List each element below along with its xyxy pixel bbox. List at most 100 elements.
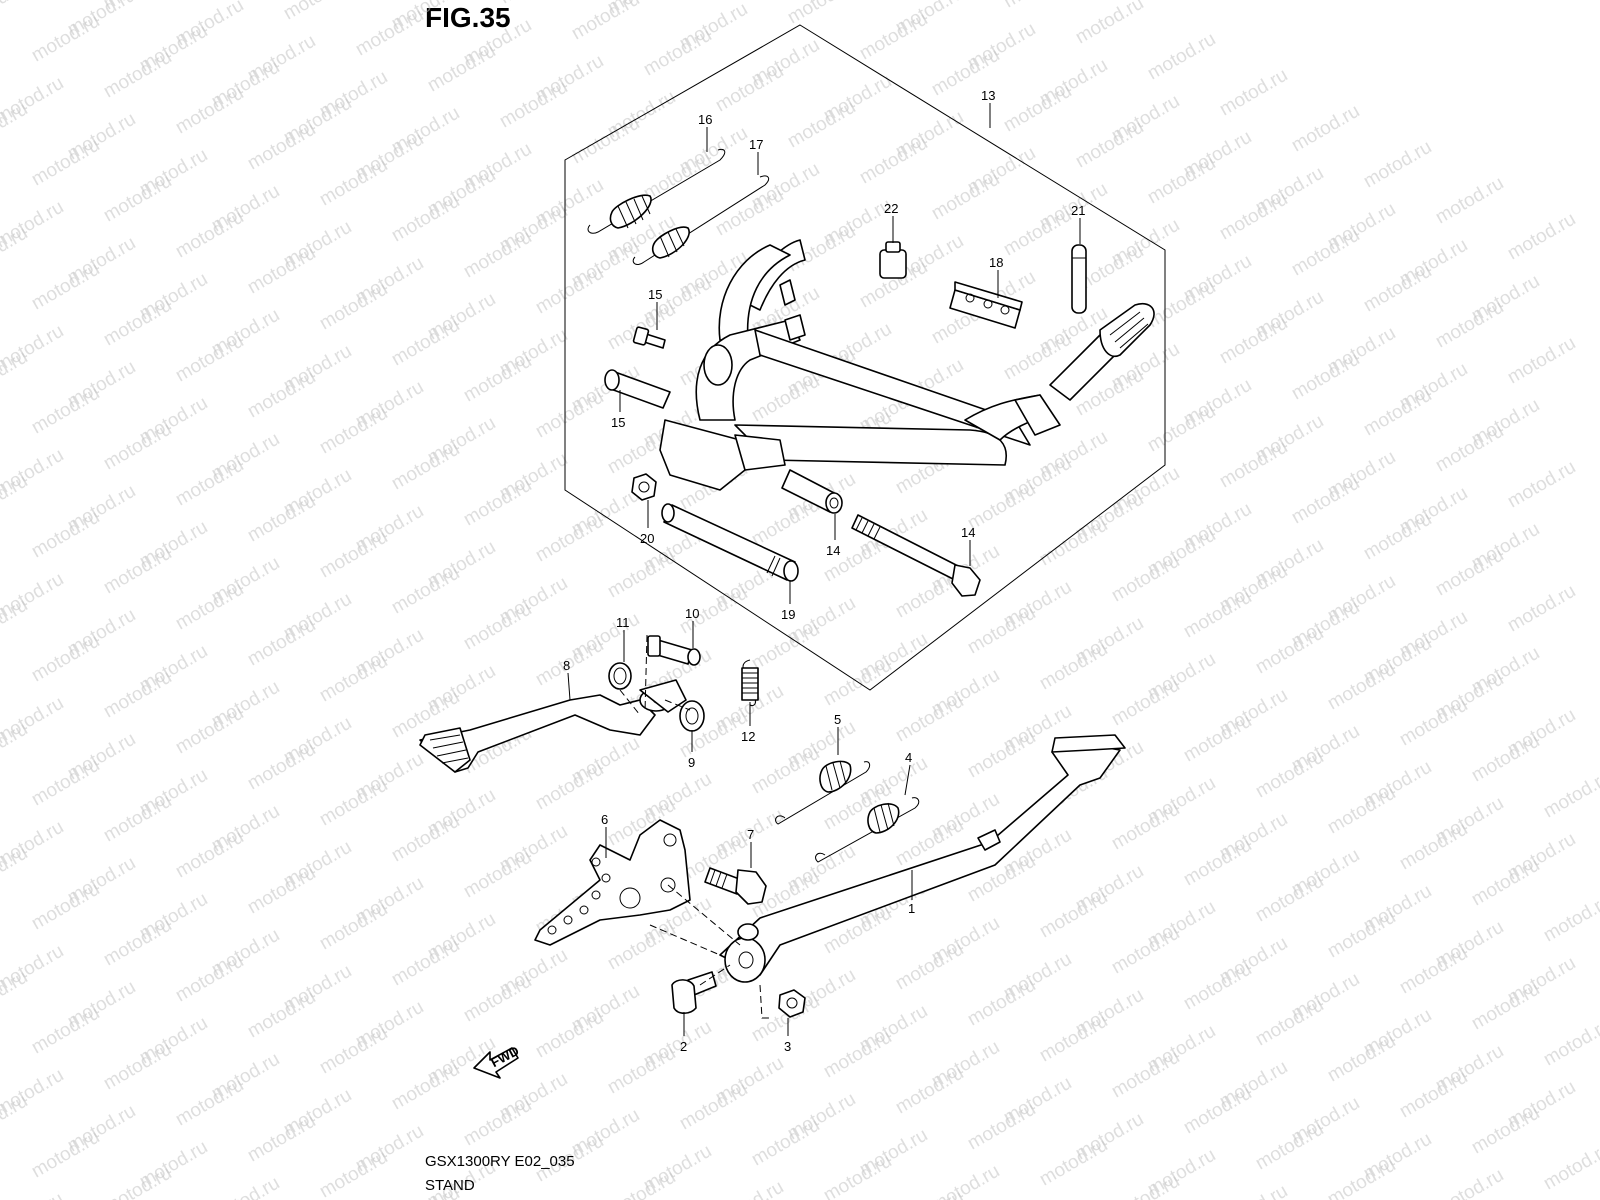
callout-11: 11: [616, 615, 630, 630]
assembly-line-pedal: [619, 634, 691, 716]
watermark-text: motod.ru: [1144, 277, 1219, 333]
callout-22: 21: [1071, 203, 1085, 218]
watermark-text: motod.ru: [1468, 731, 1543, 787]
watermark-text: motod.ru: [856, 133, 931, 189]
part-1-drawing: [719, 734, 1126, 983]
watermark-text: motod.ru: [820, 1151, 895, 1200]
watermark-text: motod.ru: [964, 975, 1039, 1031]
watermark-text: motod.ru: [1108, 675, 1183, 731]
watermark-text: motod.ru: [316, 279, 391, 335]
watermark-text: motod.ru: [1540, 767, 1600, 823]
watermark-text: motod.ru: [172, 951, 247, 1007]
watermark-text: motod.ru: [0, 1189, 67, 1200]
watermark-text: motod.ru: [1108, 923, 1183, 979]
callout-16: 15: [648, 287, 662, 302]
watermark-text: motod.ru: [1288, 225, 1363, 281]
watermark-text: motod.ru: [1144, 29, 1219, 85]
callout-1: 1: [908, 901, 915, 916]
part-3-drawing: [778, 989, 806, 1018]
watermark-text: motod.ru: [460, 1095, 535, 1151]
part-6-drawing: [534, 819, 691, 946]
part-15-upper-drawing: [604, 369, 671, 409]
part-16-drawing: [632, 326, 666, 349]
watermark-text: motod.ru: [532, 387, 607, 443]
watermark-text: motod.ru: [1324, 1031, 1399, 1087]
watermark-text: motod.ru: [1504, 457, 1579, 513]
watermark-text: motod.ru: [1216, 437, 1291, 493]
watermark-text: motod.ru: [640, 149, 715, 205]
watermark-text: motod.ru: [1396, 695, 1471, 751]
watermark-text: motod.ru: [172, 83, 247, 139]
watermark-text: motod.ru: [1252, 1119, 1327, 1175]
watermark-text: motod.ru: [244, 119, 319, 175]
callout-19: 18: [989, 255, 1003, 270]
assembly-outline: [564, 24, 1166, 691]
part-7-drawing: [704, 867, 767, 905]
watermark-text: motod.ru: [244, 1111, 319, 1167]
watermark-text: motod.ru: [388, 935, 463, 991]
watermark-text: motod.ru: [820, 1027, 895, 1083]
watermark-text: motod.ru: [532, 759, 607, 815]
watermark-text: motod.ru: [1360, 385, 1435, 441]
watermark-text: motod.ru: [172, 207, 247, 263]
watermark-text: motod.ru: [1216, 1181, 1291, 1200]
callout-18: 17: [749, 137, 763, 152]
watermark-text: motod.ru: [1360, 509, 1435, 565]
watermark-text: motod.ru: [1216, 65, 1291, 121]
watermark-text: motod.ru: [460, 847, 535, 903]
callout-17: 16: [698, 112, 712, 127]
part-8-drawing: [419, 679, 687, 773]
callout-5: 5: [834, 712, 841, 727]
watermark-text: motod.ru: [100, 915, 175, 971]
callout-9: 9: [688, 755, 695, 770]
watermark-text: motod.ru: [532, 1007, 607, 1063]
watermark-text: motod.ru: [28, 755, 103, 811]
part-11-drawing: [608, 662, 632, 690]
watermark-text: motod.ru: [1252, 747, 1327, 803]
watermark-text: motod.ru: [460, 227, 535, 283]
watermark-text: motod.ru: [1396, 1067, 1471, 1123]
watermark-text: motod.ru: [100, 1163, 175, 1200]
watermark-text: motod.ru: [100, 791, 175, 847]
watermark-text: motod.ru: [712, 1177, 787, 1200]
watermark-text: motod.ru: [784, 97, 859, 153]
watermark-text: motod.ru: [1288, 473, 1363, 529]
watermark-text: motod.ru: [100, 171, 175, 227]
watermark-text: motod.ru: [604, 1167, 679, 1200]
watermark-text: motod.ru: [640, 25, 715, 81]
watermark-text: motod.ru: [172, 579, 247, 635]
watermark-text: motod.ru: [676, 1079, 751, 1135]
watermark-text: motod.ru: [280, 0, 355, 24]
watermark-text: motod.ru: [1468, 855, 1543, 911]
watermark-text: motod.ru: [388, 811, 463, 867]
watermark-text: motod.ru: [496, 77, 571, 133]
assembly-line-sidestand: [649, 884, 770, 1019]
watermark-text: motod.ru: [352, 5, 427, 61]
watermark-text: motod.ru: [1108, 1171, 1183, 1200]
watermark-text: motod.ru: [244, 615, 319, 671]
watermark-text: motod.ru: [1504, 581, 1579, 637]
watermark-text: motod.ru: [316, 155, 391, 211]
watermark-text: motod.ru: [460, 971, 535, 1027]
part-20-drawing: [661, 503, 799, 582]
part-10-drawing: [647, 635, 701, 666]
watermark-text: motod.ru: [244, 987, 319, 1043]
part-23-drawing: [879, 241, 907, 279]
watermark-text: motod.ru: [1432, 545, 1507, 601]
watermark-text: motod.ru: [964, 603, 1039, 659]
part-21-drawing: [631, 473, 657, 501]
watermark-text: motod.ru: [1108, 799, 1183, 855]
watermark-text: motod.ru: [0, 0, 31, 30]
callout-10: 10: [685, 606, 699, 621]
part-19-drawing: [949, 281, 1023, 329]
figure-title: FIG.35: [425, 2, 511, 33]
watermark-text: motod.ru: [964, 727, 1039, 783]
watermark-text: motod.ru: [1504, 333, 1579, 389]
watermark-text: motod.ru: [388, 1059, 463, 1115]
watermark-text: motod.ru: [28, 383, 103, 439]
watermark-text: motod.ru: [604, 547, 679, 603]
watermark-text: motod.ru: [748, 619, 823, 675]
watermark-text: motod.ru: [1504, 209, 1579, 265]
callout-6: 6: [601, 812, 608, 827]
